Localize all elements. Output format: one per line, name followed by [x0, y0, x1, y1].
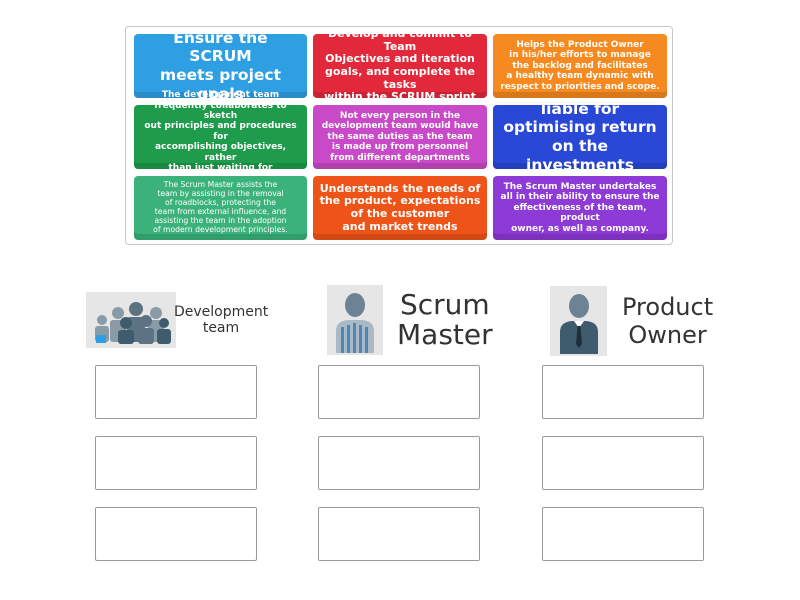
- drop-zone-scrum-master[interactable]: [318, 436, 480, 490]
- scrum-master-icon: [327, 285, 383, 355]
- drop-zone-product-owner[interactable]: [542, 365, 704, 419]
- group-label: Development team: [174, 304, 269, 336]
- answer-tile[interactable]: The development team frequently collabor…: [134, 90, 307, 183]
- drop-zone-product-owner[interactable]: [542, 507, 704, 561]
- answer-tile[interactable]: The Scrum Master undertakes all in their…: [493, 176, 667, 240]
- drop-zone-development-team[interactable]: [95, 507, 257, 561]
- tile-board: Ensure the SCRUM meets project goals Dev…: [125, 26, 673, 245]
- answer-tile[interactable]: The Scrum Master assists the team by ass…: [134, 176, 307, 240]
- drop-zone-scrum-master[interactable]: [318, 365, 480, 419]
- drop-zone-development-team[interactable]: [95, 365, 257, 419]
- group-header-scrum-master: Scrum Master: [327, 285, 493, 355]
- drop-zone-development-team[interactable]: [95, 436, 257, 490]
- answer-tile[interactable]: Understands the needs of the product, ex…: [313, 176, 487, 240]
- group-label: Product Owner: [622, 293, 714, 349]
- group-label: Scrum Master: [397, 288, 493, 351]
- answer-tile[interactable]: Helps the Product Owner in his/her effor…: [493, 34, 667, 98]
- group-header-product-owner: Product Owner: [550, 286, 713, 356]
- group-header-development-team: Development team: [86, 292, 268, 348]
- answer-tile[interactable]: Ensure the SCRUM meets project goals: [134, 29, 307, 103]
- answer-tile[interactable]: Not every person in the development team…: [313, 105, 487, 169]
- answer-tile[interactable]: liable for optimising return on the inve…: [493, 100, 667, 174]
- drop-zone-product-owner[interactable]: [542, 436, 704, 490]
- product-owner-icon: [550, 286, 607, 356]
- team-icon: [86, 292, 176, 348]
- answer-tile[interactable]: Develop and commit to Team Objectives an…: [313, 27, 487, 103]
- drop-zone-scrum-master[interactable]: [318, 507, 480, 561]
